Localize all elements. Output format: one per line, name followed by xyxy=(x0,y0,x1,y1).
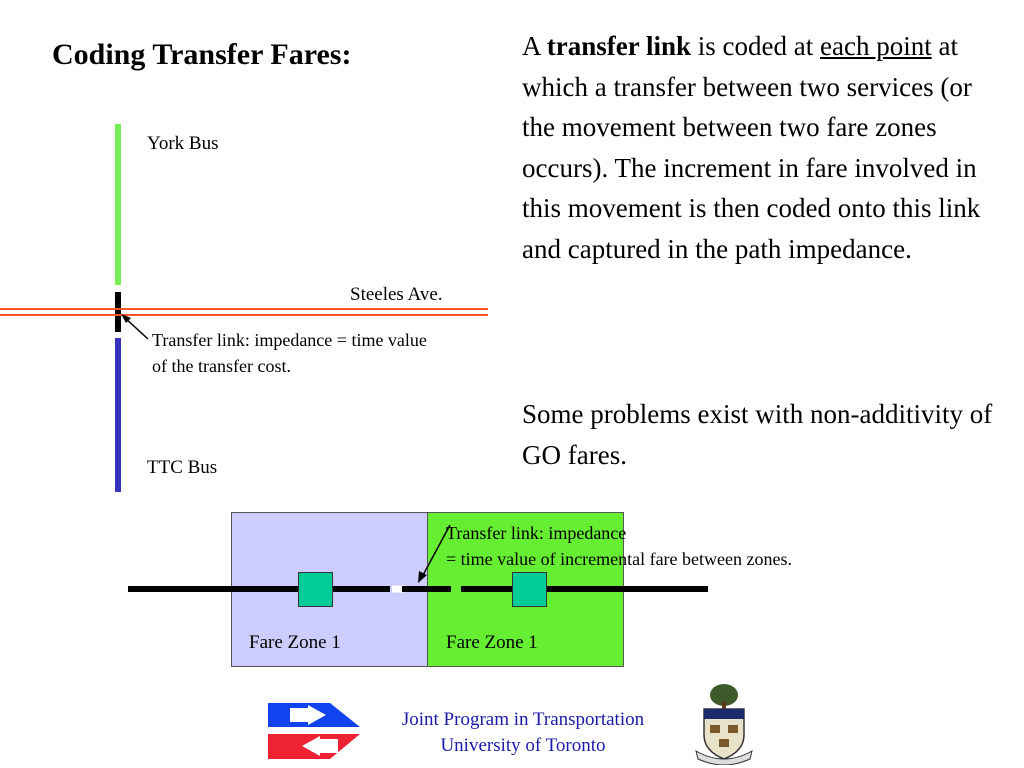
transfer-caption-line2: of the transfer cost. xyxy=(152,356,291,376)
footer-text: Joint Program in Transportation Universi… xyxy=(368,707,678,759)
go-fares-paragraph: Some problems exist with non-additivity … xyxy=(522,399,993,470)
zone-transfer-pointer-line xyxy=(421,524,451,578)
joint-program-logo-icon xyxy=(268,703,360,759)
footer-line2: University of Toronto xyxy=(440,735,606,756)
fare-zone-1-label: Fare Zone 1 xyxy=(249,632,341,653)
footer-line1: Joint Program in Transportation xyxy=(401,709,645,730)
university-crest-icon xyxy=(695,684,753,765)
transfer-caption-line1: Transfer link: impedance = time value xyxy=(152,330,427,350)
slide-title: Coding Transfer Fares: xyxy=(52,38,352,71)
fare-zone-2-label: Fare Zone 1 xyxy=(446,632,538,653)
zone-transfer-pointer-arrowhead xyxy=(418,571,427,583)
route-transfer-diagram xyxy=(0,124,488,492)
para-underline: each point xyxy=(820,31,932,61)
transfer-link-paragraph: A transfer link is coded at each point a… xyxy=(522,26,1002,269)
stop-zone-2 xyxy=(512,572,547,607)
para-mid: is coded at xyxy=(691,31,820,61)
para-bold-term: transfer link xyxy=(546,31,692,61)
ttc-bus-label: TTC Bus xyxy=(147,457,218,478)
stop-zone-1 xyxy=(298,572,333,607)
zone-transfer-caption-line1: Transfer link: impedance xyxy=(446,523,627,543)
transfer-pointer-arrowhead xyxy=(121,314,131,323)
steeles-ave-label: Steeles Ave. xyxy=(350,284,443,305)
zone-transfer-caption-line2: = time value of incremental fare between… xyxy=(446,549,792,569)
para-post: at which a transfer between two services… xyxy=(522,31,981,264)
para-pre: A xyxy=(522,31,547,61)
york-bus-label: York Bus xyxy=(147,133,219,154)
